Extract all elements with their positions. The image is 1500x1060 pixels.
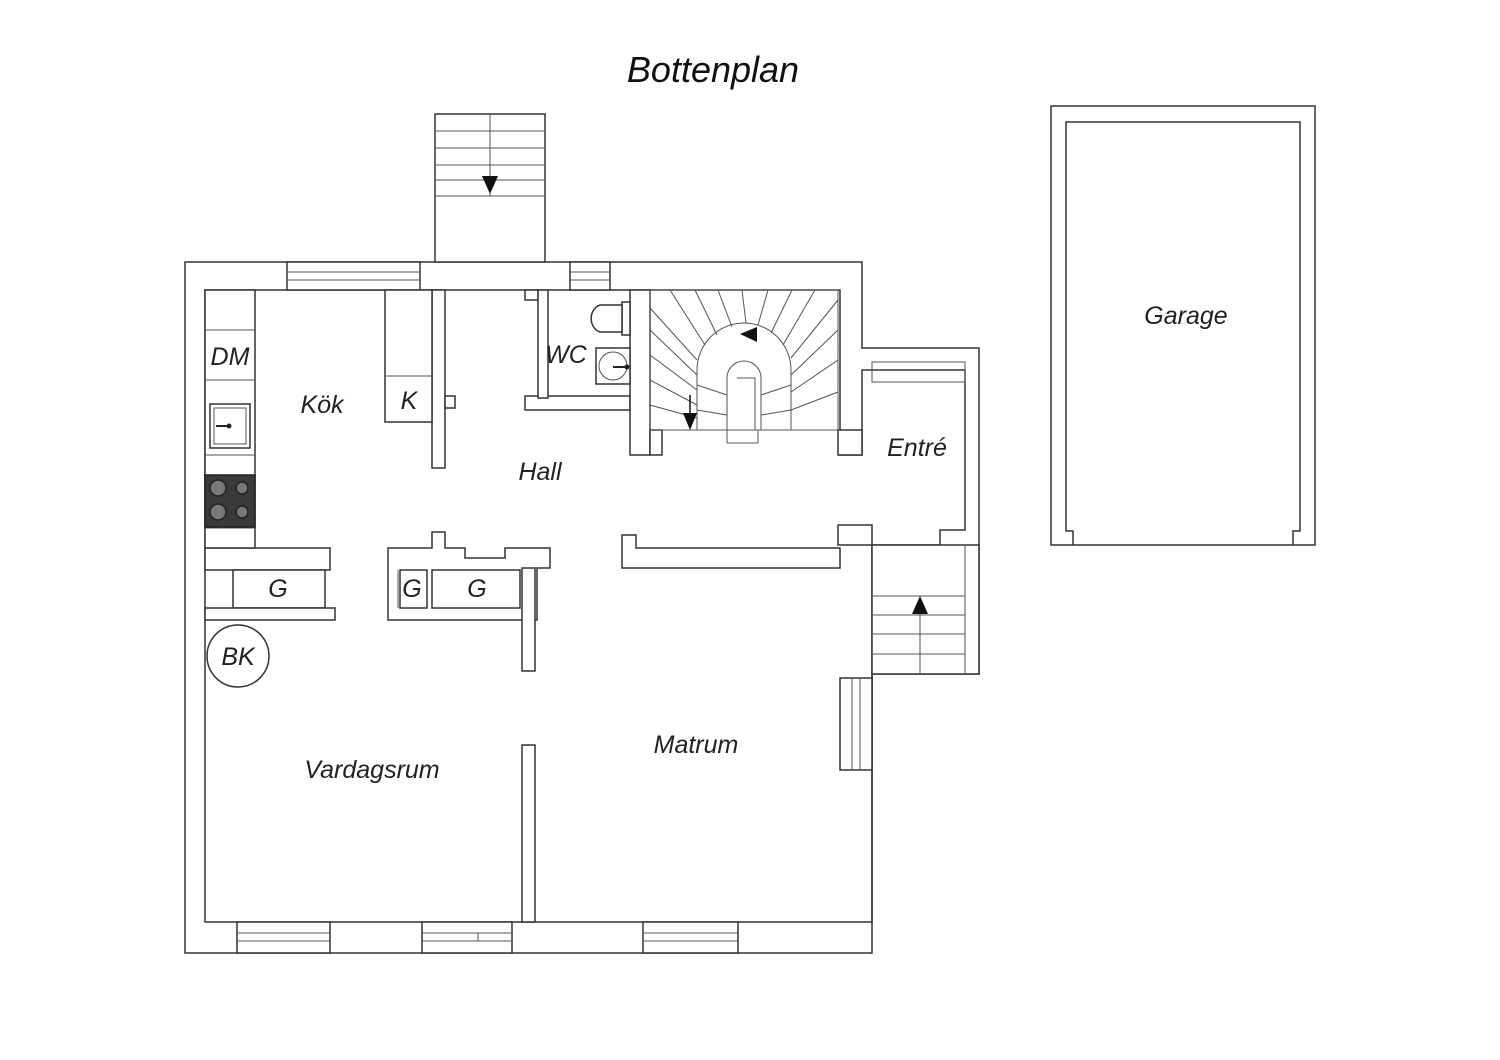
room-label-garage: Garage [1144, 302, 1227, 330]
staircase-icon [649, 289, 839, 444]
dishwasher-label: DM [211, 343, 250, 371]
entrance-stairs-icon [871, 544, 980, 675]
interior-walls [204, 289, 873, 923]
room-label-kitchen: Kök [300, 391, 345, 419]
sink-icon [209, 403, 251, 449]
room-label-living-room: Vardagsrum [304, 756, 439, 784]
plan-title: Bottenplan [627, 49, 799, 90]
room-label-wc: WC [545, 341, 588, 369]
washbasin-icon [595, 347, 631, 385]
fireplace-icon [206, 624, 270, 688]
wardrobe-label-1: G [268, 575, 287, 603]
fireplace-label: BK [221, 643, 256, 671]
fridge-icon [384, 289, 433, 423]
fridge-label: K [401, 387, 419, 415]
north-stairs-icon [434, 113, 546, 263]
room-label-entrance: Entré [887, 434, 947, 462]
stove-icon [204, 474, 256, 528]
room-label-dining-room: Matrum [654, 731, 739, 759]
wardrobe-label-3: G [467, 575, 486, 603]
garage-outline [1050, 105, 1316, 546]
wardrobe-label-2: G [402, 575, 421, 603]
room-label-hall: Hall [518, 458, 563, 486]
windows [236, 261, 873, 954]
toilet-icon [590, 301, 631, 336]
entrance-shelf [871, 361, 966, 383]
